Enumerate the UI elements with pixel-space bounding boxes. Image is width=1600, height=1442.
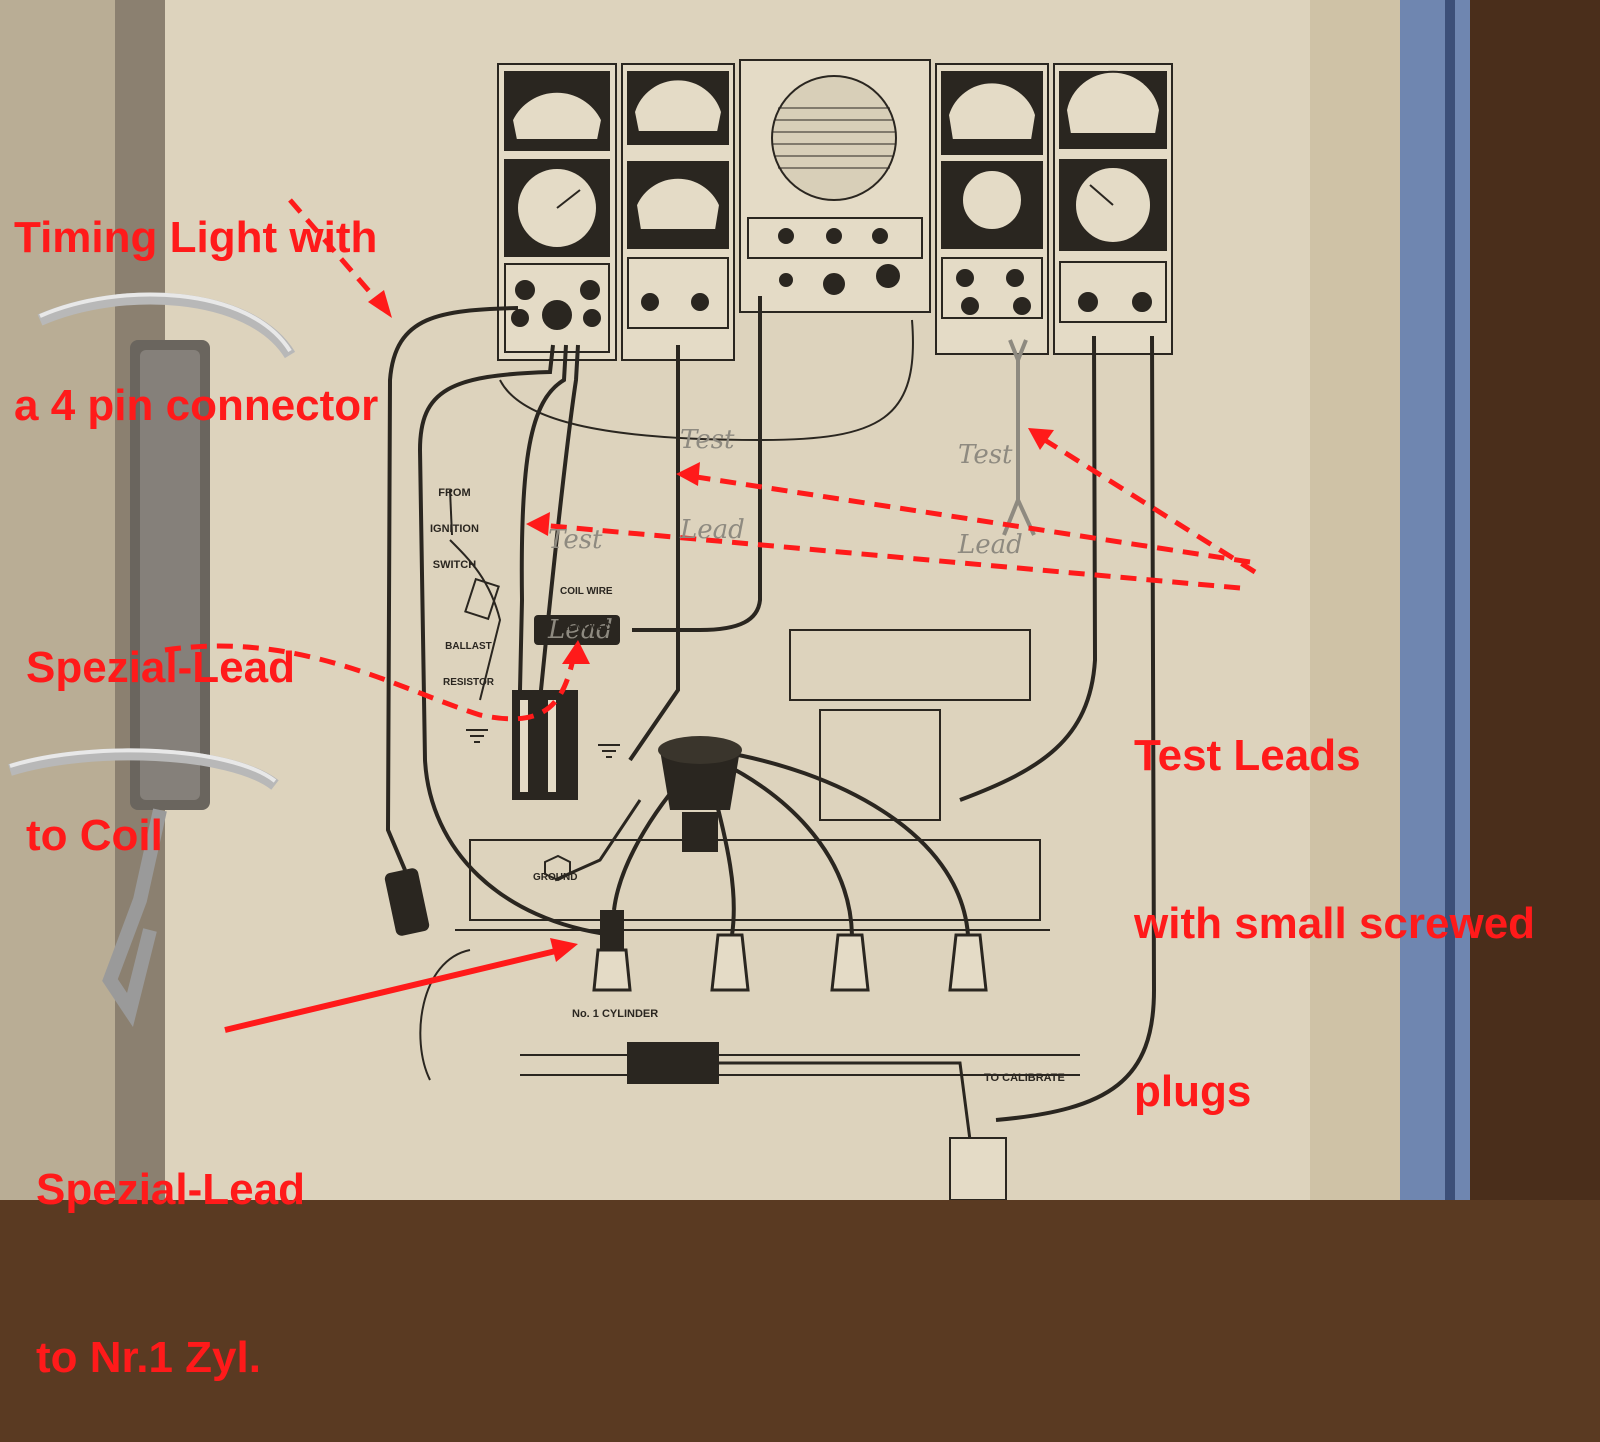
wiring (385, 296, 1157, 1122)
arrow-test-lead-2 (539, 522, 1241, 591)
arrow-test-lead-1 (689, 473, 1251, 565)
label-line: REMOVED (561, 622, 612, 633)
handwritten-line: Lead (958, 530, 1023, 560)
handwritten-line: Lead (548, 615, 613, 645)
ignition-coil (512, 690, 578, 800)
annotation-line: with small screwed (1134, 899, 1536, 948)
label-coil-wire-removed: COIL WIRE REMOVED (560, 562, 613, 646)
annotation-line: to Nr.1 Zyl. (36, 1333, 261, 1382)
label-line: COIL WIRE (560, 586, 613, 597)
right-shadow (1470, 0, 1600, 1200)
handwritten-test-lead-2: Test Lead (548, 465, 613, 675)
calibrate-resistor (627, 1042, 719, 1084)
annotation-arrows (164, 198, 1257, 722)
arrow-spezial-cyl (224, 947, 561, 1033)
test-console (497, 59, 1173, 361)
handwritten-line: Lead (680, 515, 745, 545)
annotation-line: Spezial-Lead (36, 1165, 305, 1214)
calibrate-box (949, 1137, 1007, 1201)
label-line: RESISTOR (443, 677, 494, 688)
photo-stage (0, 0, 1600, 1201)
binder-spine (0, 0, 130, 1200)
ground-nut (544, 854, 571, 882)
annotation-line: Test Leads (1134, 731, 1361, 780)
gauge-icon (510, 90, 604, 141)
arrow-test-lead-3 (1038, 434, 1257, 575)
handwritten-test-lead-3: Test Lead (958, 380, 1023, 590)
arrow-timing-light (288, 198, 384, 308)
annotation-line: Spezial-Lead (26, 643, 295, 692)
label-line: BALLAST (445, 641, 492, 652)
timing-light-plug (384, 868, 430, 936)
annotation-spezial-coil: Spezial-Lead to Coil (26, 528, 295, 920)
manual-page-photo (0, 0, 1600, 1201)
label-ground: GROUND (533, 872, 578, 883)
annotation-spezial-cyl: Spezial-Lead to Nr.1 Zyl. (36, 1050, 305, 1442)
label-to-calibrate: TO CALIBRATE (984, 1072, 1065, 1084)
label-line: IGNITION (430, 523, 479, 535)
distributor (658, 736, 742, 852)
handwritten-line: Test (548, 525, 603, 555)
gauge-icon (961, 169, 1023, 231)
label-line: FROM (438, 487, 471, 499)
arrow-icon (368, 290, 1054, 962)
annotation-timing-light: Timing Light with a 4 pin connector (14, 98, 378, 490)
annotation-line: to Coil (26, 811, 163, 860)
test-lead-y (1002, 339, 1036, 536)
label-ballast-resistor: BALLAST RESISTOR (443, 617, 494, 701)
binder-edge-blue (1398, 0, 1470, 1200)
spark-plug-icon (592, 910, 988, 992)
label-line: SWITCH (432, 559, 477, 571)
annotation-test-leads: Test Leads with small screwed plugs (1134, 616, 1535, 1176)
annotation-line: Timing Light with (14, 213, 378, 262)
scope-screen (771, 75, 897, 201)
engine-outline (419, 629, 1080, 1081)
handwritten-test-lead-1: Test Lead (680, 365, 745, 575)
annotation-line: a 4 pin connector (14, 381, 379, 430)
handwritten-line: Test (958, 440, 1013, 470)
label-no1-cylinder: No. 1 CYLINDER (572, 1008, 659, 1020)
annotation-line: plugs (1134, 1067, 1252, 1116)
coil-wire (534, 615, 620, 645)
arrow-spezial-coil (164, 643, 578, 722)
ground-symbol-icon (466, 729, 620, 758)
label-from-ignition: FROM IGNITION SWITCH (430, 463, 479, 583)
handwritten-line: Test (680, 425, 735, 455)
gauge-icon (634, 176, 722, 231)
binder-ring-icon (8, 292, 296, 790)
ballast-resistor (464, 577, 500, 621)
